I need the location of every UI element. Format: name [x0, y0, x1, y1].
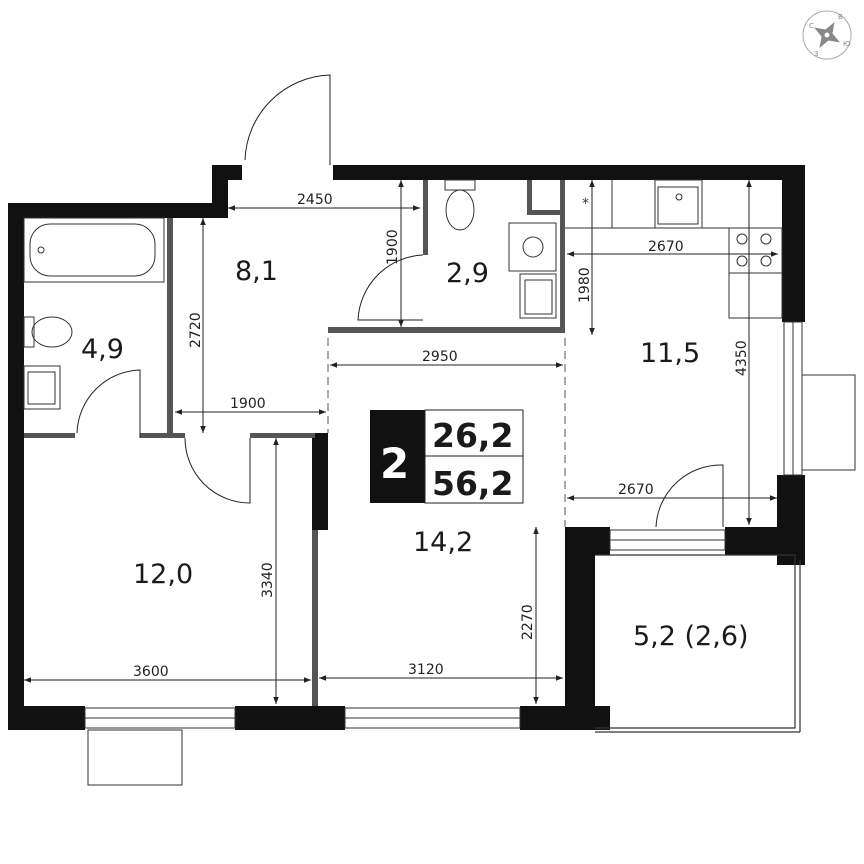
- hall-door[interactable]: [184, 437, 251, 504]
- sink-icon: [23, 365, 61, 410]
- dim-wc-depth: 1900: [385, 229, 401, 265]
- exterior-walls: [8, 165, 805, 730]
- room-area-bedroom: 12,0: [133, 559, 193, 590]
- stove-icon: [728, 227, 783, 319]
- compass-south: Ю: [843, 40, 851, 48]
- compass-north: С: [809, 22, 814, 30]
- dim-living-upper-width: 2950: [422, 349, 458, 365]
- partitions: [24, 180, 565, 706]
- compass-rose-icon: С В Ю З: [802, 10, 852, 60]
- windows: [84, 321, 856, 786]
- total-area: 56,2: [432, 464, 513, 503]
- compass-west: З: [814, 50, 819, 58]
- rooms-count: 2: [380, 439, 409, 488]
- dim-living-width: 3120: [408, 662, 444, 678]
- dim-bedroom-depth: 3340: [260, 562, 276, 598]
- svg-text:*: *: [582, 196, 589, 212]
- dim-kitchen-upper-width: 2670: [648, 239, 684, 255]
- dim-kitchen-depth: 4350: [734, 340, 750, 376]
- washing-machine-icon: [508, 222, 557, 272]
- sink-icon: [519, 273, 557, 319]
- toilet-icon: [444, 179, 476, 231]
- dim-living-depth: 2270: [520, 604, 536, 640]
- dim-hall-lower-width: 1900: [230, 396, 266, 412]
- entrance-door[interactable]: [244, 74, 331, 165]
- living-area: 26,2: [432, 416, 513, 455]
- dim-bedroom-width: 3600: [133, 664, 169, 680]
- doors[interactable]: [76, 74, 724, 528]
- balcony-door[interactable]: [655, 464, 724, 528]
- toilet-icon: [23, 316, 73, 348]
- dim-kitchen-lower-width: 2670: [618, 482, 654, 498]
- bathroom-door[interactable]: [76, 369, 141, 438]
- room-area-wc: 2,9: [446, 258, 489, 289]
- kitchen-sink-icon: [654, 179, 703, 229]
- bathtub-icon: [23, 217, 165, 283]
- dimension-lines: [24, 180, 778, 704]
- open-boundaries: [327, 338, 566, 527]
- dimension-labels: 2450 1900 2720 1900 2950 2670 1980 2670 …: [133, 192, 750, 680]
- dim-kitchen-partial-depth: 1980: [577, 267, 593, 303]
- room-area-bathroom: 4,9: [81, 334, 124, 365]
- compass-east: В: [838, 13, 843, 21]
- balcony-outline: [595, 554, 801, 733]
- room-labels: 8,1 2,9 4,9 11,5 12,0 14,2 5,2 (2,6): [81, 256, 749, 652]
- kitchen-counter: [565, 180, 730, 229]
- wc-door[interactable]: [357, 254, 424, 321]
- area-summary-box: 2 26,2 56,2: [370, 409, 524, 504]
- room-area-living: 14,2: [413, 527, 473, 558]
- room-area-kitchen: 11,5: [640, 338, 700, 369]
- dim-hall-depth: 2720: [188, 312, 204, 348]
- room-area-balcony: 5,2 (2,6): [633, 621, 749, 652]
- room-area-hall: 8,1: [235, 256, 278, 287]
- dim-hall-width: 2450: [297, 192, 333, 208]
